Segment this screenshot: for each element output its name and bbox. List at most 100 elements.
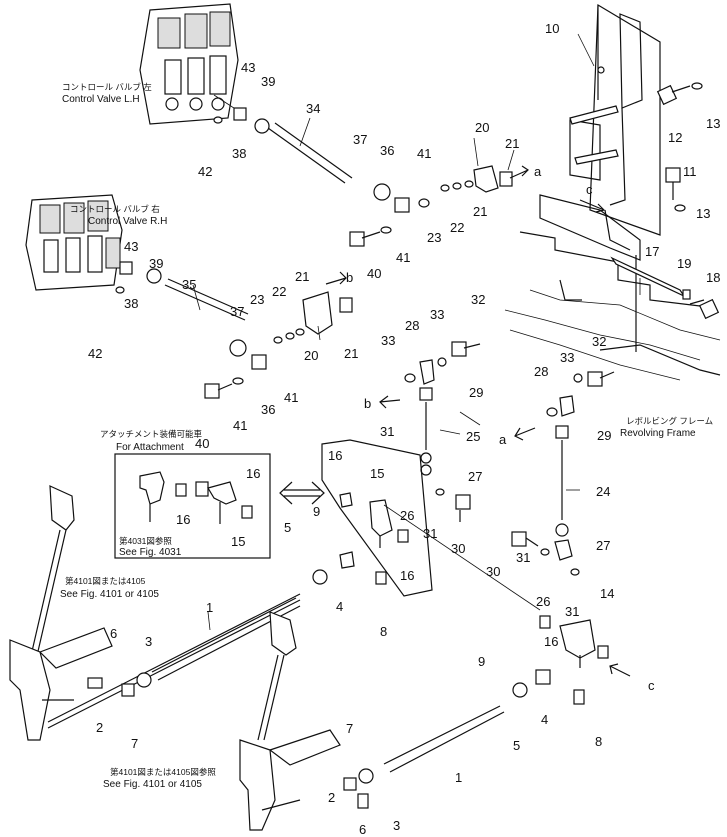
callout-40: 40	[367, 266, 381, 281]
callout-31: 31	[423, 526, 437, 541]
callout-37: 37	[353, 132, 367, 147]
fig4101-left-jp-label: 第4101図または4105	[65, 576, 146, 586]
callout-16: 16	[246, 466, 260, 481]
control-valve-lh	[139, 3, 241, 125]
callout-32: 32	[592, 334, 606, 349]
callout-43: 43	[241, 60, 255, 75]
callout-33: 33	[381, 333, 395, 348]
callout-39: 39	[261, 74, 275, 89]
callout-9: 9	[478, 654, 485, 669]
callout-7: 7	[131, 736, 138, 751]
cv-right-label: Control Valve R.H	[88, 216, 167, 227]
callout-1: 1	[455, 770, 462, 785]
arrow-letter-a: a	[534, 164, 542, 179]
leader-lines	[192, 33, 641, 631]
cv-right-jp-label: コントロール バルブ 右	[70, 204, 160, 214]
frame-bracket	[504, 3, 721, 381]
bolt-set-frame	[569, 82, 720, 320]
arrow-letter-a: a	[499, 432, 507, 447]
callout-7: 7	[346, 721, 353, 736]
callout-36: 36	[380, 143, 394, 158]
callout-37: 37	[230, 304, 244, 319]
callout-6: 6	[359, 822, 366, 837]
attach-label: For Attachment	[116, 442, 184, 453]
callout-1: 1	[206, 600, 213, 615]
callout-28: 28	[534, 364, 548, 379]
callout-21: 21	[344, 346, 358, 361]
revolving-label: Revolving Frame	[620, 428, 696, 439]
fig4031-jp-label: 第4031図参照	[119, 536, 172, 546]
callout-15: 15	[370, 466, 384, 481]
rod-35	[164, 278, 249, 321]
callout-5: 5	[284, 520, 291, 535]
callout-8: 8	[595, 734, 602, 749]
callout-27: 27	[596, 538, 610, 553]
callout-3: 3	[145, 634, 152, 649]
callout-34: 34	[306, 101, 320, 116]
callout-38: 38	[124, 296, 138, 311]
callout-14: 14	[600, 586, 614, 601]
rod-34	[267, 122, 353, 184]
callout-22: 22	[272, 284, 286, 299]
callout-33: 33	[430, 307, 444, 322]
callout-24: 24	[596, 484, 610, 499]
callout-39: 39	[149, 256, 163, 271]
callout-21: 21	[505, 136, 519, 151]
callout-41: 41	[417, 146, 431, 161]
captions: コントロール バルブ 左 Control Valve L.H コントロール バル…	[60, 82, 713, 790]
cv-left-label: Control Valve L.H	[62, 94, 140, 105]
callout-16: 16	[400, 568, 414, 583]
callout-33: 33	[560, 350, 574, 365]
callout-20: 20	[475, 120, 489, 135]
revolving-jp-label: レボルビング フレーム	[626, 416, 713, 426]
callout-41: 41	[233, 418, 247, 433]
arrow-letter-b: b	[346, 270, 353, 285]
callout-42: 42	[88, 346, 102, 361]
callout-21: 21	[295, 269, 309, 284]
callout-40: 40	[195, 436, 209, 451]
callout-9: 9	[313, 504, 320, 519]
callout-13: 13	[696, 206, 710, 221]
callout-10: 10	[545, 21, 559, 36]
callout-4: 4	[541, 712, 548, 727]
callout-28: 28	[405, 318, 419, 333]
callout-42: 42	[198, 164, 212, 179]
direction-arrows	[325, 165, 631, 677]
attach-jp-label: アタッチメント装備可能車	[100, 429, 203, 439]
swap-arrow	[279, 481, 325, 505]
callout-29: 29	[469, 385, 483, 400]
callout-5: 5	[513, 738, 520, 753]
callout-18: 18	[706, 270, 720, 285]
callout-35: 35	[182, 277, 196, 292]
cv-left-jp-label: コントロール バルブ 左	[62, 82, 152, 92]
callout-41: 41	[284, 390, 298, 405]
arrow-letter-c: c	[648, 678, 655, 693]
callout-8: 8	[380, 624, 387, 639]
small-hardware	[115, 107, 615, 576]
rod-1-lower	[383, 615, 609, 773]
callout-36: 36	[261, 402, 275, 417]
callout-38: 38	[232, 146, 246, 161]
callout-12: 12	[668, 130, 682, 145]
callout-30: 30	[486, 564, 500, 579]
callout-26: 26	[400, 508, 414, 523]
arrow-letter-b: b	[364, 396, 371, 411]
lever-upper-left	[9, 485, 301, 741]
callout-31: 31	[565, 604, 579, 619]
callout-4: 4	[336, 599, 343, 614]
callout-31: 31	[380, 424, 394, 439]
callout-2: 2	[328, 790, 335, 805]
callout-16: 16	[544, 634, 558, 649]
callout-17: 17	[645, 244, 659, 259]
callout-41: 41	[396, 250, 410, 265]
callout-43: 43	[124, 239, 138, 254]
callout-15: 15	[231, 534, 245, 549]
fig4101-left-label: See Fig. 4101 or 4105	[60, 589, 159, 600]
fig4101-bottom-jp-label: 第4101図または4105図参照	[110, 767, 216, 777]
callout-13: 13	[706, 116, 720, 131]
callout-27: 27	[468, 469, 482, 484]
callout-16: 16	[176, 512, 190, 527]
control-valve-rh	[25, 194, 128, 291]
callout-26: 26	[536, 594, 550, 609]
